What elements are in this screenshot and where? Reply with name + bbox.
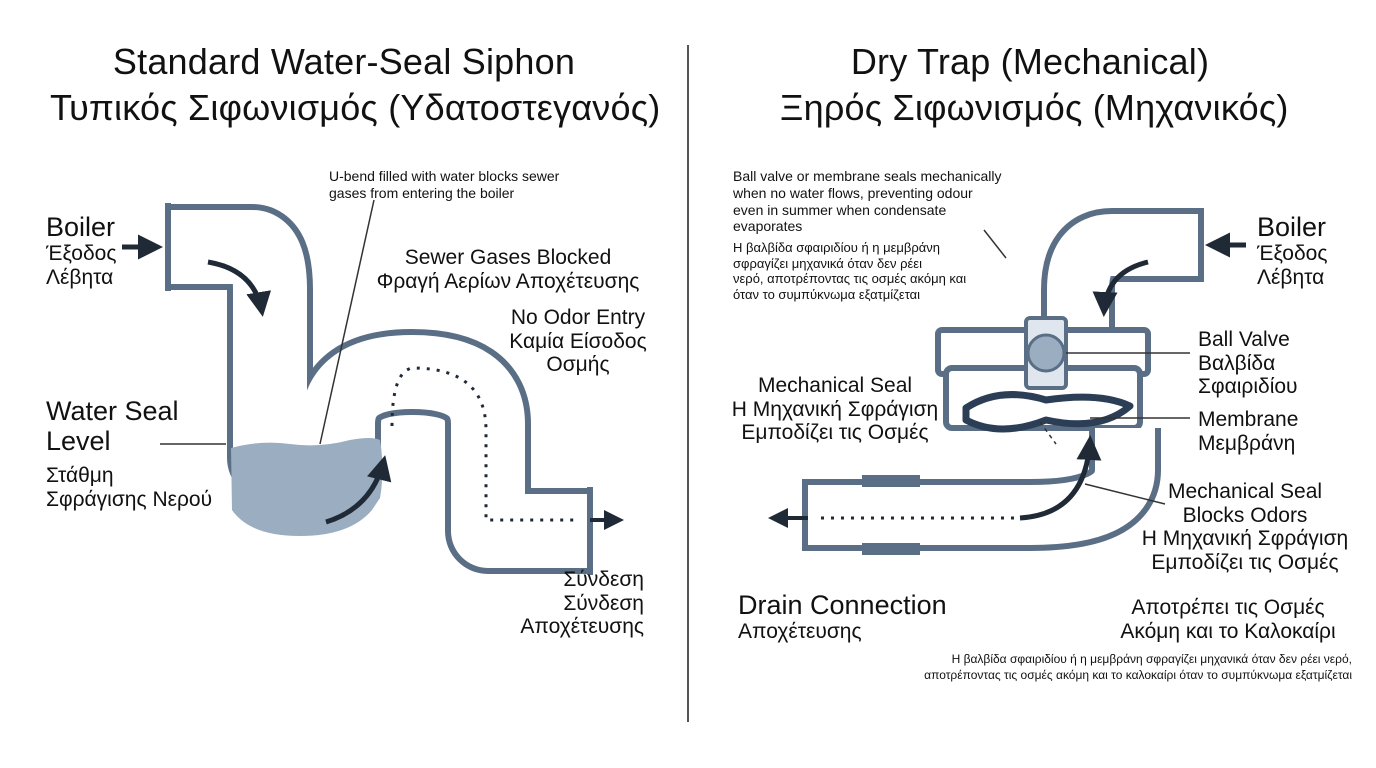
right-annotation-leader <box>983 229 1007 259</box>
right-title-el: Ξηρός Σιφωνισμός (Μηχανικός) <box>780 87 1289 128</box>
ubend-leader <box>319 199 375 445</box>
mech-seal-right-label: Mechanical Seal Blocks Odors Η Μηχανική … <box>1141 480 1349 574</box>
left-dotted-flow-arrow <box>390 366 580 522</box>
left-inlet-label: Boiler Έξοδος Λέβητα <box>46 212 117 289</box>
right-annotation-en: Ball valve or membrane seals mechanicall… <box>733 168 1002 235</box>
left-down-flow-arrow <box>207 259 272 317</box>
drain-connection-label: Drain Connection Αποχέτευσης <box>738 590 947 644</box>
sewer-gases-label: Sewer Gases Blocked Φραγή Αερίων Αποχέτε… <box>376 246 640 293</box>
mech-seal-right-leader <box>1084 483 1166 505</box>
water-seal <box>231 438 383 536</box>
mech-seal-left-label: Mechanical Seal Η Μηχανική Σφράγιση Εμπο… <box>731 374 939 445</box>
ubend-annotation: U-bend filled with water blocks sewer ga… <box>329 168 560 201</box>
left-title-el: Τυπικός Σιφωνισμός (Υδατοστεγανός) <box>50 87 661 128</box>
membrane <box>962 391 1134 433</box>
membrane-label: Membrane Μεμβράνη <box>1198 408 1299 455</box>
water-seal-level-label: Water Seal Level <box>46 396 179 457</box>
no-odor-label: No Odor Entry Καμία Είσοδος Οσμής <box>509 306 647 377</box>
siphon-pipe <box>168 204 590 574</box>
water-seal-level-label-el: Στάθμη Σφράγισης Νερού <box>46 464 213 511</box>
right-title-en: Dry Trap (Mechanical) <box>850 41 1210 82</box>
ball-valve-label: Ball Valve Βαλβίδα Σφαιριδίου <box>1198 328 1298 399</box>
right-inlet-label: Boiler Έξοδος Λέβητα <box>1257 212 1328 289</box>
right-down-flow-arrow <box>1092 259 1149 317</box>
left-outlet-label: Σύνδεση Σύνδεση Αποχέτευσης <box>520 568 644 639</box>
right-annotation-el: Η βαλβίδα σφαιριδίου ή η μεμβράνη σφραγί… <box>733 240 967 302</box>
footer-note: Η βαλβίδα σφαιριδίου ή η μεμβράνη σφραγί… <box>924 652 1352 682</box>
ball-valve <box>1026 333 1066 373</box>
left-up-flow-arrow <box>325 455 392 525</box>
right-up-flow-arrow <box>1019 435 1102 521</box>
prevents-odors-label: Αποτρέπει τις Οσμές Ακόμη και το Καλοκαί… <box>1120 596 1336 643</box>
left-title-en: Standard Water-Seal Siphon <box>112 41 576 82</box>
